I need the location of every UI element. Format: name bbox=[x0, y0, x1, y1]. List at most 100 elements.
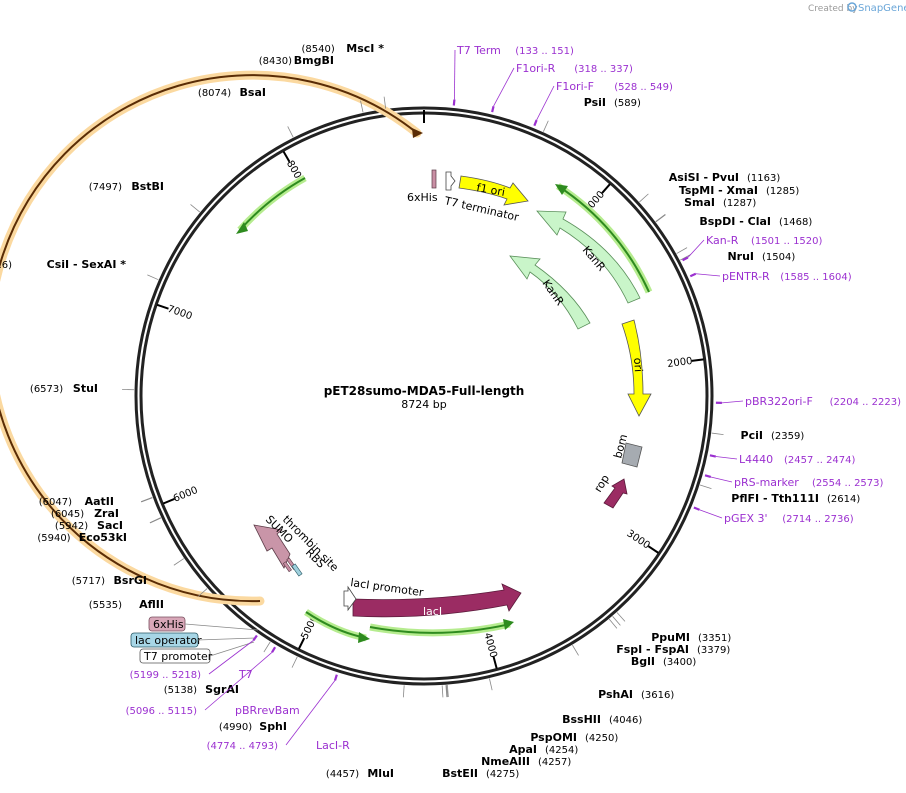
kanr-outer-feature[interactable] bbox=[536, 210, 641, 304]
site-label[interactable]: BglI(3400) bbox=[631, 655, 696, 668]
site-label[interactable]: MscI *(8540) bbox=[302, 42, 385, 55]
site-label[interactable]: MluI(4457) bbox=[326, 767, 394, 780]
site-label[interactable]: TspMI - XmaI(1285) bbox=[679, 184, 800, 197]
site-label[interactable]: StuI(6573) bbox=[30, 382, 98, 395]
laci-promoter-feature[interactable] bbox=[343, 585, 357, 612]
site-leader bbox=[360, 100, 364, 113]
site-leader bbox=[711, 432, 724, 436]
six-his-bottom-feature[interactable] bbox=[282, 561, 292, 573]
orf-right-arrow[interactable] bbox=[557, 185, 650, 293]
site-label[interactable]: AatII(6047) bbox=[39, 495, 114, 508]
site-name: BstBI bbox=[131, 180, 164, 193]
rbs-feature[interactable] bbox=[291, 563, 303, 577]
site-label[interactable]: SmaI(1287) bbox=[684, 196, 756, 209]
site-label[interactable]: AsiSI - PvuI(1163) bbox=[669, 171, 781, 184]
primer-label[interactable]: pBRrevBam(5096 .. 5115) bbox=[126, 704, 300, 717]
primer-position: (5199 .. 5218) bbox=[130, 670, 202, 681]
site-leader bbox=[446, 685, 448, 698]
site-position: (4046) bbox=[609, 715, 642, 726]
primer-leader bbox=[493, 67, 515, 107]
sumo-feature[interactable] bbox=[253, 524, 291, 569]
primer-mark bbox=[689, 272, 697, 278]
primer-label[interactable]: T7 Term(133 .. 151) bbox=[456, 44, 574, 57]
site-label[interactable]: BsaI(8074) bbox=[198, 86, 266, 99]
site-label[interactable]: PflFI - Tth111I(2614) bbox=[731, 492, 860, 505]
site-name: StuI bbox=[73, 382, 98, 395]
primer-label[interactable]: L4440(2457 .. 2474) bbox=[739, 453, 856, 466]
site-label[interactable]: SgrAI(5138) bbox=[164, 683, 239, 696]
primer-position: (2554 .. 2573) bbox=[812, 478, 884, 489]
tick-label-4000: 4000 bbox=[481, 632, 498, 659]
primer-position: (4774 .. 4793) bbox=[207, 741, 279, 752]
f1-ori-feature[interactable] bbox=[458, 175, 529, 206]
annotation-labels: MscI *(8540)BmgBI(8430) BsaI(8074) BstBI(7… bbox=[0, 42, 901, 780]
orf-top-left-glow bbox=[237, 174, 307, 233]
t7-terminator-feature[interactable] bbox=[445, 171, 456, 191]
primer-label[interactable]: F1ori-F(528 .. 549) bbox=[556, 80, 673, 93]
primer-leader bbox=[208, 640, 254, 675]
site-label[interactable]: PpuMI(3351) bbox=[651, 631, 731, 644]
site-label[interactable]: BspDI - ClaI(1468) bbox=[699, 215, 812, 228]
site-label[interactable]: BstBI(7497) bbox=[89, 180, 164, 193]
lac-operator-box-leader bbox=[197, 637, 256, 641]
primer-label[interactable]: Kan-R(1501 .. 1520) bbox=[706, 234, 823, 247]
primer-label[interactable]: F1ori-R(318 .. 337) bbox=[516, 62, 633, 75]
site-name: NruI bbox=[727, 250, 754, 263]
ori-feature[interactable] bbox=[621, 319, 652, 417]
site-leader bbox=[141, 497, 153, 503]
primer-name: T7 Term bbox=[456, 44, 501, 57]
site-position: (3379) bbox=[697, 645, 730, 656]
site-label[interactable]: SacI(5942) bbox=[55, 519, 123, 532]
site-label[interactable]: PshAI(3616) bbox=[598, 688, 674, 701]
primer-leader bbox=[204, 652, 273, 711]
laci-feature[interactable] bbox=[352, 583, 522, 618]
site-leader bbox=[441, 685, 444, 698]
site-label[interactable]: SphI(4990) bbox=[219, 720, 287, 733]
site-label[interactable]: PciI(2359) bbox=[741, 429, 805, 442]
primer-name: LacI-R bbox=[316, 739, 350, 752]
site-position: (4275) bbox=[486, 769, 519, 780]
site-leader bbox=[639, 193, 649, 203]
site-name: BsrGI bbox=[114, 574, 147, 587]
six-his-top-feature[interactable] bbox=[431, 169, 437, 189]
primer-label[interactable]: T7(5199 .. 5218) bbox=[130, 668, 253, 681]
site-label[interactable]: CsiI - SexAI *(7116) bbox=[0, 258, 126, 271]
site-position: (2359) bbox=[771, 431, 804, 442]
site-name: CsiI - SexAI * bbox=[47, 258, 127, 271]
rop-label: rop bbox=[592, 472, 613, 494]
tick-mark-7000 bbox=[156, 303, 169, 310]
site-label[interactable]: PsiI(589) bbox=[584, 96, 641, 109]
site-position: (4990) bbox=[219, 722, 252, 733]
orf-bottom-arrow[interactable] bbox=[369, 623, 511, 634]
site-label[interactable]: NmeAIII(4257) bbox=[481, 755, 571, 768]
bom-feature[interactable] bbox=[621, 442, 643, 468]
site-label[interactable]: ApaI(4254) bbox=[509, 743, 578, 756]
tick-label-3000: 3000 bbox=[624, 528, 651, 551]
primer-label[interactable]: LacI-R (4774 .. 4793) bbox=[207, 739, 351, 752]
site-label[interactable]: Eco53kI(5940) bbox=[37, 531, 127, 544]
site-label[interactable]: BssHII(4046) bbox=[562, 713, 642, 726]
site-label[interactable]: BmgBI(8430) bbox=[259, 54, 334, 67]
kanr-inner-feature[interactable] bbox=[509, 255, 591, 330]
site-name: BmgBI bbox=[294, 54, 334, 67]
rop-feature[interactable] bbox=[603, 478, 628, 509]
tick-mark-6000 bbox=[162, 497, 175, 505]
site-name: NmeAIII bbox=[481, 755, 530, 768]
site-label[interactable]: FspI - FspAI(3379) bbox=[616, 643, 730, 656]
primer-leader bbox=[721, 400, 744, 404]
site-label[interactable]: NruI(1504) bbox=[727, 250, 795, 263]
tick-label-7000: 7000 bbox=[166, 304, 194, 323]
primer-label[interactable]: pRS-marker(2554 .. 2573) bbox=[734, 476, 884, 489]
site-name: BspDI - ClaI bbox=[699, 215, 771, 228]
site-label[interactable]: AflII(5535) bbox=[89, 598, 164, 611]
site-label[interactable]: PspOMI(4250) bbox=[530, 731, 618, 744]
site-label[interactable]: BsrGI(5717) bbox=[72, 574, 147, 587]
site-label[interactable]: BstEII(4275) bbox=[442, 767, 519, 780]
site-label[interactable]: ZraI(6045) bbox=[51, 507, 119, 520]
primer-label[interactable]: pGEX 3'(2714 .. 2736) bbox=[724, 512, 854, 525]
thrombin-site-label: thrombin site bbox=[280, 513, 341, 574]
primer-label[interactable]: pBR322ori-F(2204 .. 2223) bbox=[745, 395, 901, 408]
primer-leader bbox=[699, 509, 723, 519]
site-position: (5940) bbox=[37, 533, 70, 544]
primer-label[interactable]: pENTR-R(1585 .. 1604) bbox=[722, 270, 852, 283]
